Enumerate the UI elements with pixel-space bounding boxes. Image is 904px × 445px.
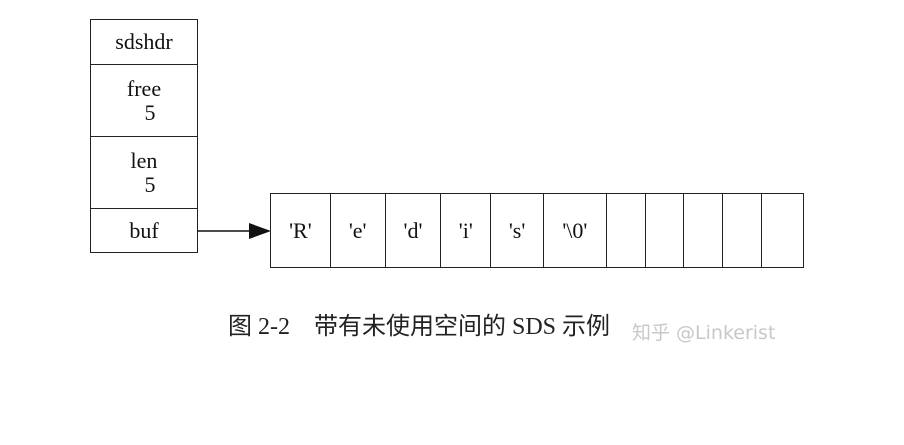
free-value: 5 (144, 99, 156, 125)
buf-cell: 'e' (331, 194, 386, 267)
buf-cell: 's' (491, 194, 544, 267)
len-label: len (130, 147, 158, 173)
figure-number: 图 2-2 (228, 314, 290, 340)
arrow-head (249, 223, 271, 239)
figure-caption: 图 2-2 带有未使用空间的 SDS 示例 (228, 306, 610, 341)
watermark: 知乎 @Linkerist (632, 322, 776, 344)
sdshdr-struct: sdshdr free 5 len 5 buf (90, 19, 198, 253)
buf-cell: '\0' (544, 194, 607, 267)
len-field: len 5 (91, 137, 197, 209)
buf-field: buf (91, 209, 197, 252)
free-label: free (126, 75, 162, 101)
buf-cell-empty (684, 194, 724, 267)
buf-cell: 'd' (386, 194, 442, 267)
buf-cell: 'R' (271, 194, 331, 267)
struct-title: sdshdr (91, 20, 197, 65)
buf-cell: 'i' (441, 194, 492, 267)
figure-caption-text: 带有未使用空间的 SDS 示例 (314, 314, 611, 340)
buf-cell-empty (646, 194, 685, 267)
buf-label: buf (129, 217, 159, 243)
struct-title-label: sdshdr (115, 29, 173, 54)
buf-array: 'R''e''d''i''s''\0' (270, 193, 804, 268)
len-value: 5 (144, 171, 156, 197)
buf-pointer-arrow (197, 223, 271, 239)
buf-cell-empty (607, 194, 646, 267)
buf-cell-empty (762, 194, 803, 267)
buf-cell-empty (723, 194, 763, 267)
free-field: free 5 (91, 65, 197, 137)
